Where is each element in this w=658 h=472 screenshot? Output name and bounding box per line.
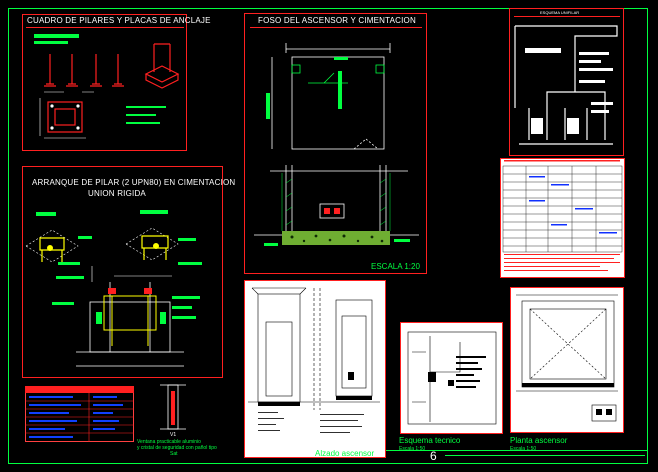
alzado-drawing: [248, 287, 380, 433]
pilares-label-bar-1: [34, 34, 79, 38]
pilares-title: CUADRO DE PILARES Y PLACAS DE ANCLAJE: [27, 16, 211, 25]
unifilar-title: ESQUEMA UNIFILAR: [540, 10, 580, 15]
title-block-line: [445, 455, 645, 456]
foso-title-underline: [250, 27, 422, 28]
foso-scale: ESCALA 1:20: [371, 262, 420, 271]
arranque-title-line1: ARRANQUE DE PILAR (2 UPN80) EN CIMENTACI…: [32, 178, 236, 187]
unifilar-panel: [509, 8, 624, 156]
unifilar-drawing: [514, 25, 618, 145]
foso-panel: [244, 13, 427, 274]
unifilar-title-box: [514, 8, 620, 17]
arranque-drawing: [25, 210, 202, 367]
esquema-tecnico-scale: Escala 1:50: [399, 446, 426, 452]
planta-drawing: [516, 294, 618, 422]
window-caption-3: Sat: [170, 451, 178, 457]
window-caption-1: Ventana practicable aluminio: [137, 439, 201, 445]
legend-table-rows: [25, 386, 134, 442]
window-detail: [160, 384, 186, 430]
pilares-drawing: [39, 43, 180, 139]
foso-title: FOSO DEL ASCENSOR Y CIMENTACION: [258, 16, 416, 25]
planta-caption: Planta ascensor: [510, 436, 568, 445]
pilares-panel: [22, 14, 187, 151]
esquema-tecnico-drawing: [407, 331, 497, 425]
foso-drawing: [254, 43, 419, 246]
pilares-label-bar-2: [34, 41, 68, 44]
planta-scale: Escala 1:50: [510, 446, 537, 452]
window-label: V1: [170, 432, 177, 438]
window-caption-2: y cristal de seguridad con pañol tipo: [137, 445, 217, 451]
sheet-number: 6: [430, 449, 437, 463]
pilares-title-underline: [26, 27, 184, 28]
specs-table: [502, 160, 623, 271]
arranque-panel: [22, 166, 223, 378]
esquema-tecnico-caption: Esquema tecnico: [399, 436, 461, 445]
arranque-title-line2: UNION RIGIDA: [88, 189, 146, 198]
alzado-caption: Alzado ascensor: [315, 449, 375, 458]
sheet-frame: [8, 8, 648, 464]
alzado-sheet: [244, 280, 386, 458]
title-block-strip: [380, 450, 648, 465]
planta-sheet: [510, 287, 624, 433]
esquema-tecnico-sheet: [400, 322, 503, 434]
